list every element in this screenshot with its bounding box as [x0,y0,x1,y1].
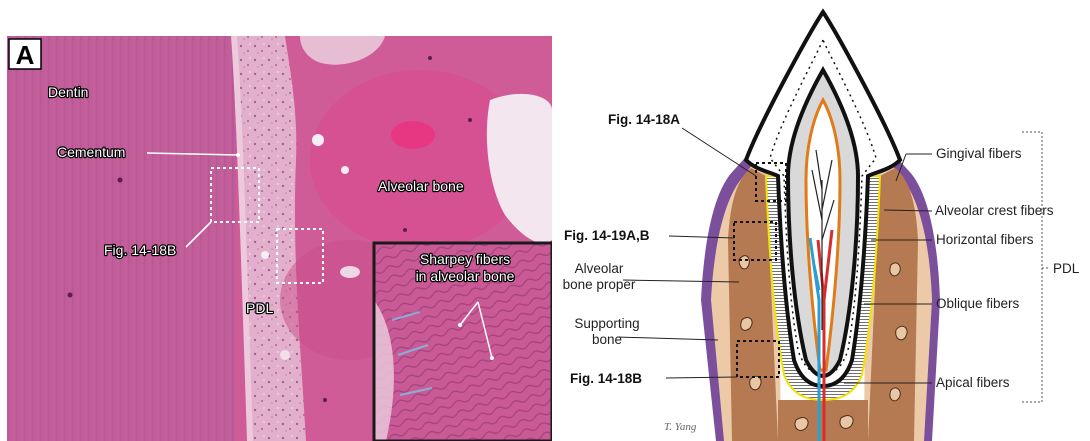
cell-nucleus [403,228,407,232]
periodontal-diagram-svg: Fig. 14-18A Fig. 14-19A,B Alveolar bone … [556,0,1090,441]
cementum-leader-dot [236,153,240,157]
label-gingival-fibers: Gingival fibers [936,146,1022,161]
cell-nucleus [428,56,432,60]
vascular-canal [261,251,269,259]
vascular-canal [340,266,360,278]
left-white-margin [0,36,7,441]
label-supporting-bone-2: bone [592,332,622,347]
label-cementum: Cementum [57,144,125,160]
top-white-margin [0,0,552,36]
vascular-canal [312,134,324,146]
leader-fig-14-18a [682,128,756,176]
label-pdl: PDL [246,300,273,316]
cell-nucleus [468,118,472,122]
cell-nucleus [323,398,327,402]
label-alveolar-crest-fibers: Alveolar crest fibers [935,203,1054,218]
label-apical-fibers: Apical fibers [936,375,1010,390]
sharpey-leader-dot [458,323,462,327]
cell-nucleus [68,293,73,298]
cell-nucleus [118,178,123,183]
vascular-canal [341,166,349,174]
label-fig-14-19ab: Fig. 14-19A,B [564,228,650,243]
label-fig-14-18b: Fig. 14-18B [570,371,642,386]
vascular-canal [280,350,290,360]
dentin-tissue [0,36,236,441]
label-horizontal-fibers: Horizontal fibers [936,232,1034,247]
label-alveolar-bone-proper-2: bone proper [563,277,636,292]
panel-b-diagram: Fig. 14-18A Fig. 14-19A,B Alveolar bone … [556,0,1090,441]
bone-stain-spot [391,121,435,149]
label-oblique-fibers: Oblique fibers [936,296,1020,311]
panel-letter: A [16,40,35,70]
inset-label-line-1: Sharpey fibers [420,251,510,267]
label-alveolar-bone-proper-1: Alveolar [575,261,624,276]
label-fig-14-18a: Fig. 14-18A [608,112,680,127]
illustrator-credit: T. Yang [664,421,697,433]
micrograph-svg: A Dentin Cementum Alveolar bone Fig. 14-… [0,0,552,441]
sharpey-leader-dot [490,356,494,360]
panel-a-micrograph: A Dentin Cementum Alveolar bone Fig. 14-… [0,0,552,441]
label-alveolar-bone: Alveolar bone [378,178,464,194]
leader-supporting-bone [617,337,718,340]
label-fig-ref: Fig. 14-18B [104,242,176,258]
pdl-bracket [1022,132,1048,402]
label-supporting-bone-1: Supporting [574,316,639,331]
inset-label-line-2: in alveolar bone [416,268,515,284]
sharpey-fibers-inset: Sharpey fibers in alveolar bone [374,243,552,441]
label-dentin: Dentin [48,84,88,100]
label-pdl-bracket: PDL [1053,261,1080,276]
